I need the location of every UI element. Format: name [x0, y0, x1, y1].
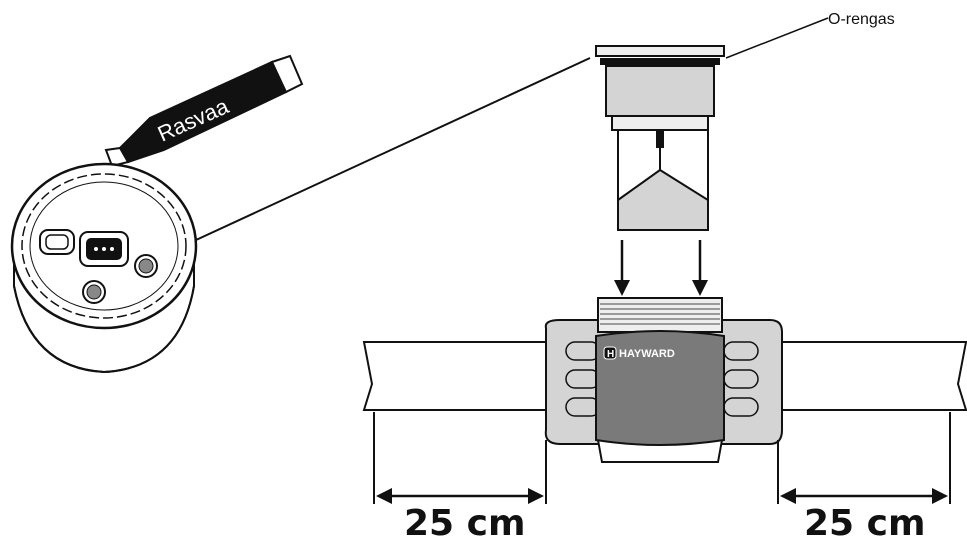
double-arrow-icon — [376, 488, 544, 504]
dimension-left-label: 25 cm — [404, 503, 525, 539]
zoom-lines — [195, 17, 829, 241]
cell-housing: H HAYWARD — [544, 297, 783, 463]
o-ring-label: O-rengas — [828, 11, 895, 28]
o-ring — [600, 58, 720, 65]
brand-mark: H — [607, 349, 614, 360]
dimension-left — [373, 412, 547, 504]
hayward-logo: H HAYWARD — [603, 346, 675, 360]
double-arrow-icon — [780, 488, 948, 504]
grease-tube: Rasvaa — [104, 54, 304, 168]
sensor-probe — [595, 45, 725, 231]
sensor-cap — [10, 162, 198, 374]
dimension-right — [777, 412, 951, 504]
dimension-right-label: 25 cm — [804, 503, 925, 539]
arrow-down-icon — [614, 240, 708, 296]
brand-label: HAYWARD — [619, 348, 675, 360]
